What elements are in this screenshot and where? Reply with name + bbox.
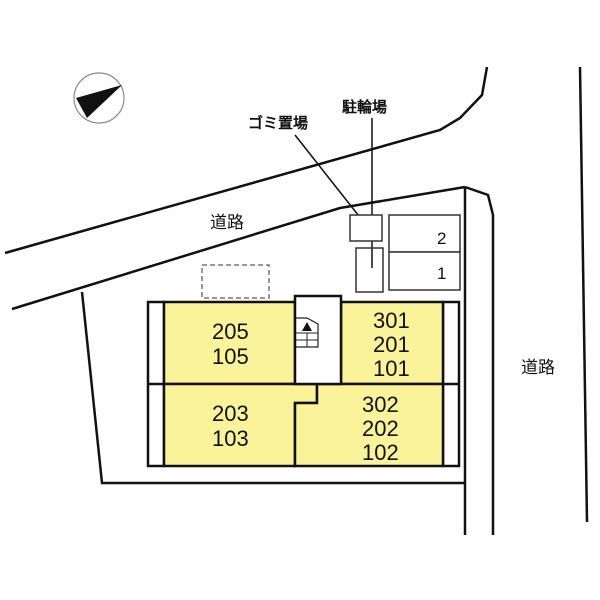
unit-label-203-103: 203 103	[212, 401, 249, 451]
parking-space-2-number: 2	[437, 229, 446, 248]
parking-space-1	[388, 251, 461, 291]
garbage-area-label: ゴミ置場	[248, 114, 308, 132]
building	[146, 294, 461, 468]
garbage-area	[349, 214, 383, 242]
unit-number: 205	[212, 319, 249, 344]
unit-number: 302	[362, 392, 399, 417]
unit-label-205-105: 205 105	[212, 319, 249, 369]
unit-number: 201	[373, 332, 410, 357]
north-arrow-icon	[73, 72, 125, 124]
parking-space-1-number: 1	[437, 264, 446, 283]
parking-lot: 2 1	[388, 214, 461, 291]
right-road-label: 道路	[521, 358, 555, 378]
unit-number: 102	[362, 440, 399, 465]
unit-label-301-201-101: 301 201 101	[373, 308, 410, 381]
unit-label-302-202-102: 302 202 102	[362, 392, 399, 465]
unit-number: 105	[212, 344, 249, 369]
top-road	[4, 66, 489, 311]
unit-number: 203	[212, 401, 249, 426]
unit-number: 103	[212, 426, 249, 451]
garbage-leader-line	[294, 134, 367, 226]
top-road-label: 道路	[210, 213, 244, 233]
unit-205-105	[162, 300, 297, 386]
dashed-area	[201, 264, 270, 299]
site-boundary	[80, 291, 465, 485]
parking-space-2	[388, 214, 461, 253]
unit-number: 202	[362, 416, 399, 441]
bicycle-parking-area	[355, 247, 384, 293]
unit-number: 101	[373, 356, 410, 381]
unit-number: 301	[373, 308, 410, 333]
bicycle-parking-label: 駐輪場	[342, 98, 387, 116]
right-road	[463, 66, 589, 535]
stairs-up-icon	[296, 317, 319, 348]
unit-302-202-102	[293, 382, 445, 468]
